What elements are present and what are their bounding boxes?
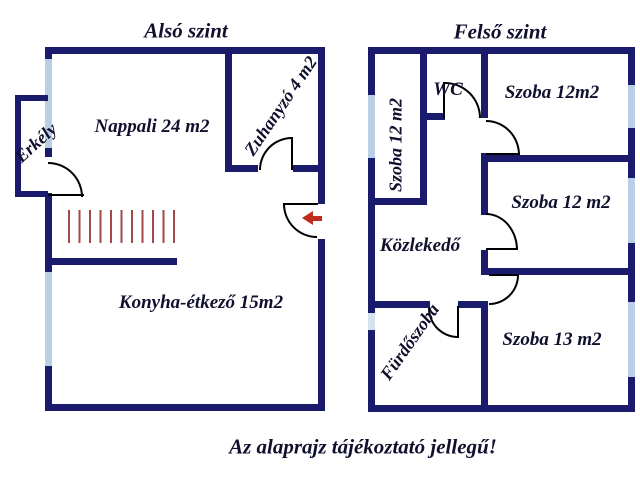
- szoba-bottom-door-leaf: [489, 274, 519, 276]
- furdoszoba-door-leaf: [457, 306, 459, 338]
- wall-segment: [481, 47, 488, 118]
- room-label-szoba-bottom-right: Szoba 13 m2: [502, 329, 602, 350]
- balcony-wall: [15, 95, 48, 101]
- shower-door-leaf: [291, 137, 293, 170]
- wall-segment: [368, 198, 427, 205]
- wall-segment: [318, 239, 325, 411]
- lower-floor-title: Alsó szint: [144, 18, 228, 43]
- wall-segment: [481, 250, 488, 275]
- window-segment: [628, 178, 635, 243]
- room-label-kozlekedo: Közlekedő: [379, 235, 461, 256]
- wall-segment: [481, 268, 635, 275]
- window-segment: [628, 85, 635, 128]
- wall-segment: [318, 47, 325, 204]
- wall-segment: [420, 113, 445, 120]
- wall-segment: [368, 47, 635, 54]
- balcony-door-arc: [48, 162, 83, 197]
- wall-segment: [481, 155, 635, 162]
- wall-segment: [628, 128, 635, 178]
- wall-segment: [225, 165, 258, 172]
- upper-floor-title: Felső szint: [453, 19, 547, 44]
- balcony-door-leaf: [48, 194, 84, 196]
- wall-segment: [45, 193, 52, 272]
- window-segment: [368, 95, 375, 158]
- wall-segment: [45, 404, 325, 411]
- room-label-konyha-etkezo: Konyha-étkező 15m2: [118, 292, 284, 313]
- wall-segment: [45, 47, 52, 59]
- wall-segment: [368, 301, 430, 308]
- entrance-door-leaf: [283, 203, 318, 205]
- wall-segment: [420, 47, 427, 205]
- wc-door-leaf: [443, 82, 445, 118]
- footer-note: Az alaprajz tájékoztató jellegű!: [229, 434, 497, 459]
- window-segment: [45, 272, 52, 366]
- room-label-wc: WC: [433, 79, 463, 100]
- balcony-wall: [15, 191, 48, 197]
- szoba-top-door-arc: [486, 120, 520, 155]
- wall-segment: [368, 47, 375, 95]
- room-label-szoba-left: Szoba 12 m2: [385, 97, 406, 193]
- wall-segment: [225, 47, 232, 172]
- wall-segment: [45, 148, 52, 157]
- szoba-top-door-leaf: [486, 153, 520, 155]
- balcony-wall: [15, 95, 21, 197]
- wall-segment: [481, 305, 488, 412]
- wall-segment: [628, 377, 635, 412]
- wall-segment: [368, 330, 375, 412]
- window-segment: [628, 302, 635, 377]
- window-segment: [368, 313, 375, 330]
- room-label-furdoszoba: Fürdőszoba: [376, 299, 444, 384]
- stairs: [68, 210, 175, 243]
- wall-segment: [45, 366, 52, 411]
- wall-segment: [458, 301, 488, 308]
- szoba-mid-door-arc: [486, 213, 518, 250]
- szoba-mid-door-leaf: [486, 248, 518, 250]
- window-segment: [45, 59, 52, 148]
- wall-segment: [368, 158, 375, 313]
- szoba-bottom-door-arc: [489, 275, 519, 305]
- wall-segment: [368, 405, 635, 412]
- room-label-szoba-mid-right: Szoba 12 m2: [511, 192, 611, 213]
- wall-segment: [628, 47, 635, 85]
- wall-segment: [481, 153, 488, 215]
- room-label-nappali: Nappali 24 m2: [94, 116, 210, 137]
- wall-segment: [50, 258, 177, 265]
- wall-segment: [293, 165, 325, 172]
- room-label-szoba-top-right: Szoba 12m2: [504, 82, 600, 103]
- wall-segment: [45, 47, 325, 54]
